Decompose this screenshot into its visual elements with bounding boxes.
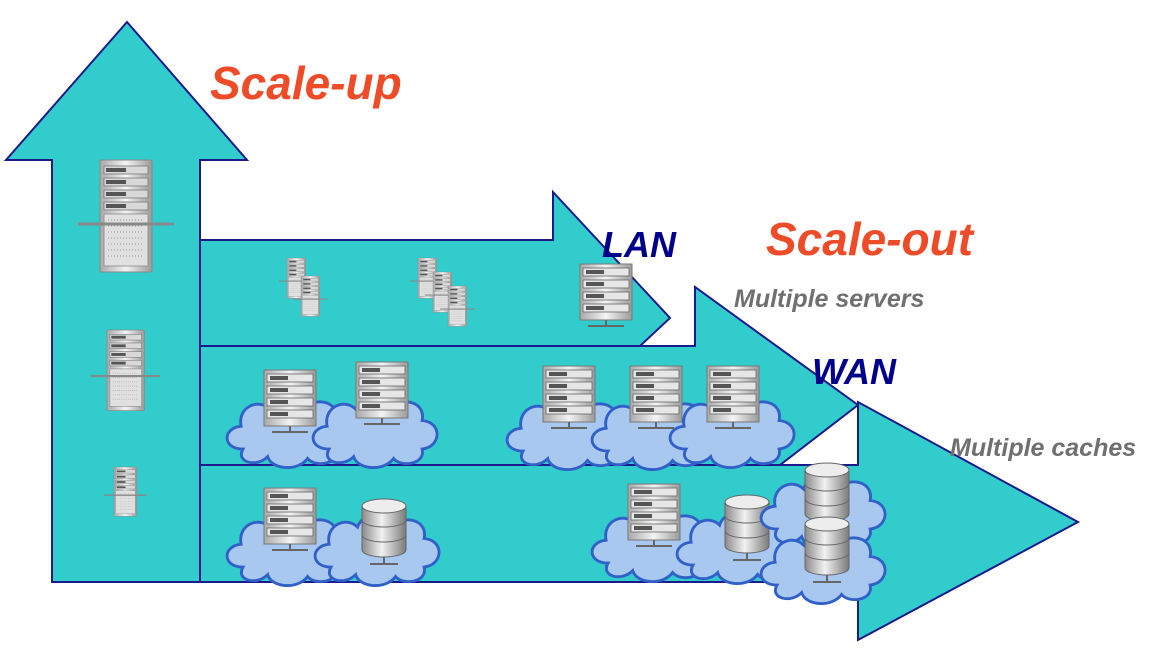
lan-label: LAN	[602, 224, 676, 265]
rack-server-icon	[579, 263, 633, 327]
rack-server-icon	[627, 483, 681, 547]
rack-server-icon	[263, 487, 317, 551]
multiple-servers-label: Multiple servers	[734, 285, 925, 313]
scale-out-label: Scale-out	[766, 213, 974, 265]
rack-server-icon	[355, 361, 409, 425]
scale-up-label: Scale-up	[210, 57, 402, 109]
database-icon	[804, 516, 850, 583]
database-icon	[361, 498, 407, 565]
rack-server-icon	[263, 369, 317, 433]
database-icon	[724, 494, 770, 561]
rack-server-icon	[629, 365, 683, 429]
scale-up-arrow	[3, 20, 250, 583]
rack-server-icon	[706, 365, 760, 429]
rack-server-icon	[542, 365, 596, 429]
wan-label: WAN	[812, 351, 896, 392]
multiple-caches-label: Multiple caches	[950, 434, 1137, 462]
